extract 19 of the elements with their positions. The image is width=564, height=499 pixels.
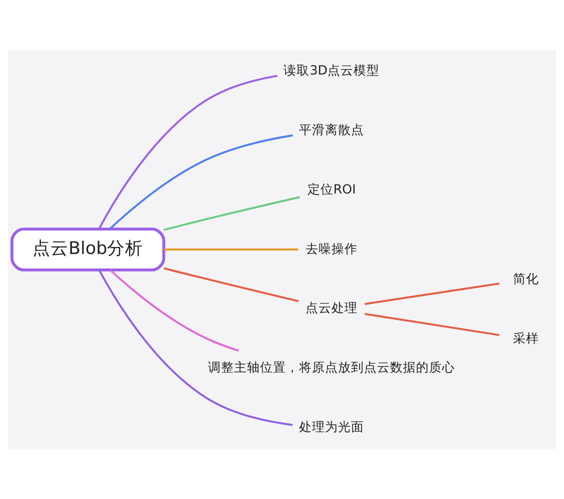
node-text: 采样	[512, 330, 539, 346]
node-text: 简化	[512, 270, 539, 286]
node-text: 读取3D点云模型	[284, 62, 380, 78]
connector	[110, 269, 239, 352]
connector	[164, 267, 299, 302]
connector	[364, 282, 500, 305]
node-text: 定位ROI	[307, 181, 356, 196]
connector	[364, 312, 500, 336]
node-text: 点云处理	[306, 300, 358, 316]
connector	[109, 134, 293, 230]
node-box: 点云Blob分析	[10, 228, 166, 272]
connector	[98, 270, 293, 426]
node-text: 处理为光面	[299, 418, 364, 434]
node-text: 平滑离散点	[299, 122, 364, 138]
connector	[164, 248, 298, 250]
node-text: 调整主轴位置，将原点放到点云数据的质心	[208, 360, 456, 375]
connector	[98, 74, 278, 230]
node-text: 去噪操作	[306, 240, 358, 256]
connector	[164, 196, 300, 231]
